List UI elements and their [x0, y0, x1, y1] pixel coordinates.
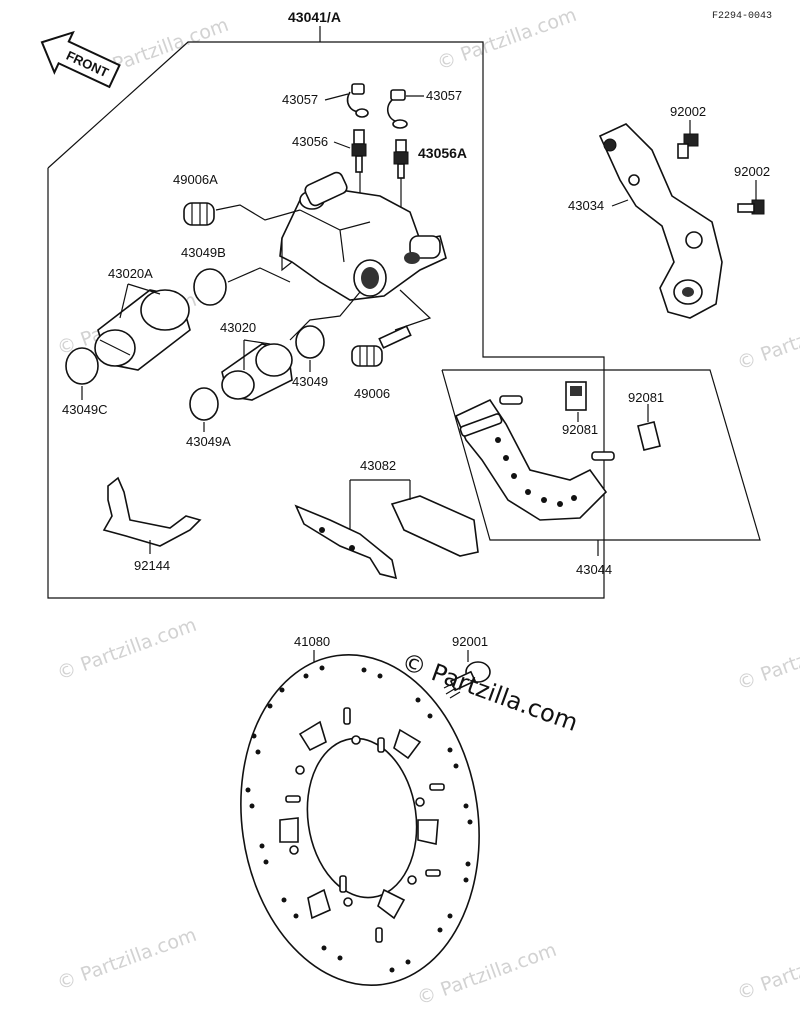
pad-spring-92081-right — [637, 421, 661, 451]
bracket-43034 — [598, 123, 723, 319]
boot-49006 — [351, 325, 412, 367]
spring-92144 — [102, 476, 202, 547]
bolt-92002-top — [677, 133, 699, 159]
watermark: © Partzilla.com — [54, 924, 199, 995]
leader — [227, 267, 291, 283]
part-label: 92144 — [134, 558, 170, 573]
leader — [324, 93, 349, 101]
disc-41080 — [240, 653, 480, 987]
watermark: © Partzilla.com — [734, 624, 800, 695]
part-label: 43049C — [62, 402, 108, 417]
part-label: 43082 — [360, 458, 396, 473]
watermark: © Partzilla.com — [734, 934, 800, 1005]
part-label: 43056A — [418, 145, 467, 161]
part-label: 92081 — [562, 422, 598, 437]
pad-spring-92081-left — [565, 381, 587, 411]
caliper-assembly-label: 43041/A — [288, 9, 341, 25]
bleeder-cap-right — [386, 89, 408, 129]
bleeder-valve-right — [393, 139, 409, 179]
part-label: 49006 — [354, 386, 390, 401]
holder-43044 — [454, 395, 615, 521]
leader — [127, 283, 161, 295]
leader — [215, 204, 301, 221]
part-label: 49006A — [173, 172, 218, 187]
watermark: © Partzilla.com — [434, 4, 579, 75]
seal-43049C — [65, 347, 99, 385]
piston-43020A — [94, 289, 191, 371]
seal-43049A — [189, 387, 219, 421]
part-label: 92001 — [452, 634, 488, 649]
part-label: 43057 — [426, 88, 462, 103]
part-label: 43020 — [220, 320, 256, 335]
leader — [119, 283, 129, 319]
part-label: 92002 — [670, 104, 706, 119]
seal-43049B — [193, 268, 227, 306]
part-label: 43049B — [181, 245, 226, 260]
leader — [333, 141, 351, 149]
seal-43049 — [295, 325, 325, 359]
watermark: © Partzilla.com — [54, 614, 199, 685]
part-label: 43049 — [292, 374, 328, 389]
drawing-code: F2294-0043 — [712, 11, 772, 22]
part-label: 43056 — [292, 134, 328, 149]
bleeder-valve-left — [351, 129, 367, 173]
caliper-body — [279, 171, 447, 301]
part-label: 43044 — [576, 562, 612, 577]
boot-49006A — [183, 202, 215, 226]
part-label: 43057 — [282, 92, 318, 107]
part-label: 43049A — [186, 434, 231, 449]
piston-43020 — [221, 343, 293, 401]
part-label: 92081 — [628, 390, 664, 405]
holder-outline — [441, 369, 761, 541]
part-label: 92002 — [734, 164, 770, 179]
caliper-assembly-outline — [47, 41, 605, 599]
leader — [611, 199, 629, 207]
bolt-92001 — [443, 661, 491, 699]
leader — [243, 339, 271, 345]
bolt-92002-right — [737, 199, 765, 215]
leader — [394, 289, 432, 331]
part-label: 41080 — [294, 634, 330, 649]
bleeder-cap-left — [346, 83, 369, 118]
part-label: 43020A — [108, 266, 153, 281]
pad-set-43082 — [294, 495, 479, 580]
part-label: 43034 — [568, 198, 604, 213]
watermark: © Partzilla.com — [734, 304, 800, 375]
